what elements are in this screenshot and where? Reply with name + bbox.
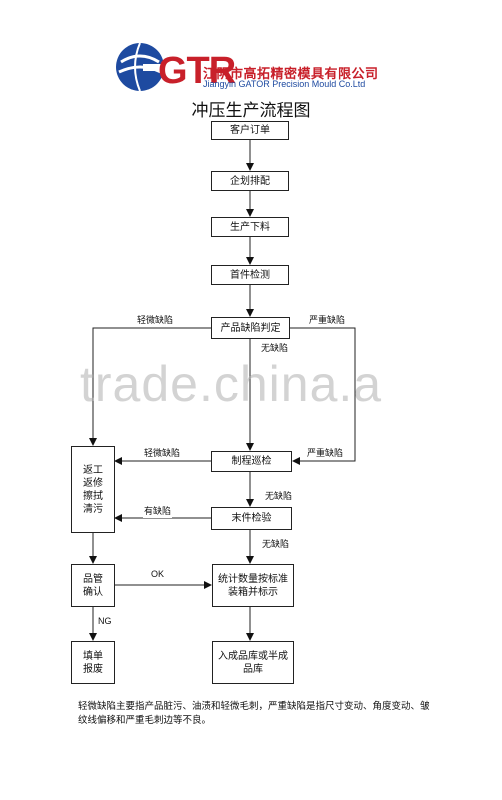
edge-label-minor-defect-2: 轻微缺陷 — [143, 449, 182, 460]
node-planning: 企划排配 — [211, 171, 289, 191]
edge-judge-rework — [89, 327, 212, 446]
edge-label-ok: OK — [150, 569, 166, 580]
company-name-en: Jiangyin GATOR Precision Mould Co.Ltd — [203, 79, 366, 89]
edge-label-no-defect-2: 无缺陷 — [264, 492, 294, 503]
edge-judge-severe — [290, 327, 356, 465]
page-title: 冲压生产流程图 — [191, 101, 311, 121]
node-final-piece-check: 末件检验 — [211, 507, 292, 530]
edge-label-severe-defect-2: 严重缺陷 — [306, 449, 345, 460]
node-first-piece-check: 首件检测 — [211, 265, 289, 285]
node-warehouse: 入成品库或半成 品库 — [212, 641, 294, 684]
node-qc-confirm: 品管 确认 — [71, 564, 115, 607]
node-customer-order: 客户订单 — [211, 121, 289, 140]
edge-label-no-defect-1: 无缺陷 — [260, 344, 290, 355]
footnote: 轻微缺陷主要指产品脏污、油渍和轻微毛刺，严重缺陷是指尺寸变动、角度变动、皱纹线偏… — [78, 701, 430, 726]
edge-label-has-defect: 有缺陷 — [143, 507, 173, 518]
node-report-scrap: 填单 报废 — [71, 641, 115, 684]
node-rework: 返工 返修 擦拭 清污 — [71, 446, 115, 533]
edge-label-severe-defect-1: 严重缺陷 — [308, 316, 347, 327]
company-name-cn: 江阴市高拓精密模具有限公司 — [203, 67, 379, 82]
node-material-cutting: 生产下料 — [211, 217, 289, 237]
edge-label-ng: NG — [97, 616, 113, 627]
node-process-inspection: 制程巡检 — [211, 451, 292, 472]
logo-text: GTR — [158, 50, 236, 92]
edge-label-no-defect-3: 无缺陷 — [261, 540, 291, 551]
logo-globe-icon — [116, 42, 167, 92]
node-defect-judgement: 产品缺陷判定 — [211, 317, 290, 339]
watermark: trade.china.a — [80, 356, 383, 412]
edge-label-minor-defect-1: 轻微缺陷 — [136, 316, 175, 327]
node-count-pack-label: 统计数量按标准 装箱并标示 — [212, 564, 294, 607]
